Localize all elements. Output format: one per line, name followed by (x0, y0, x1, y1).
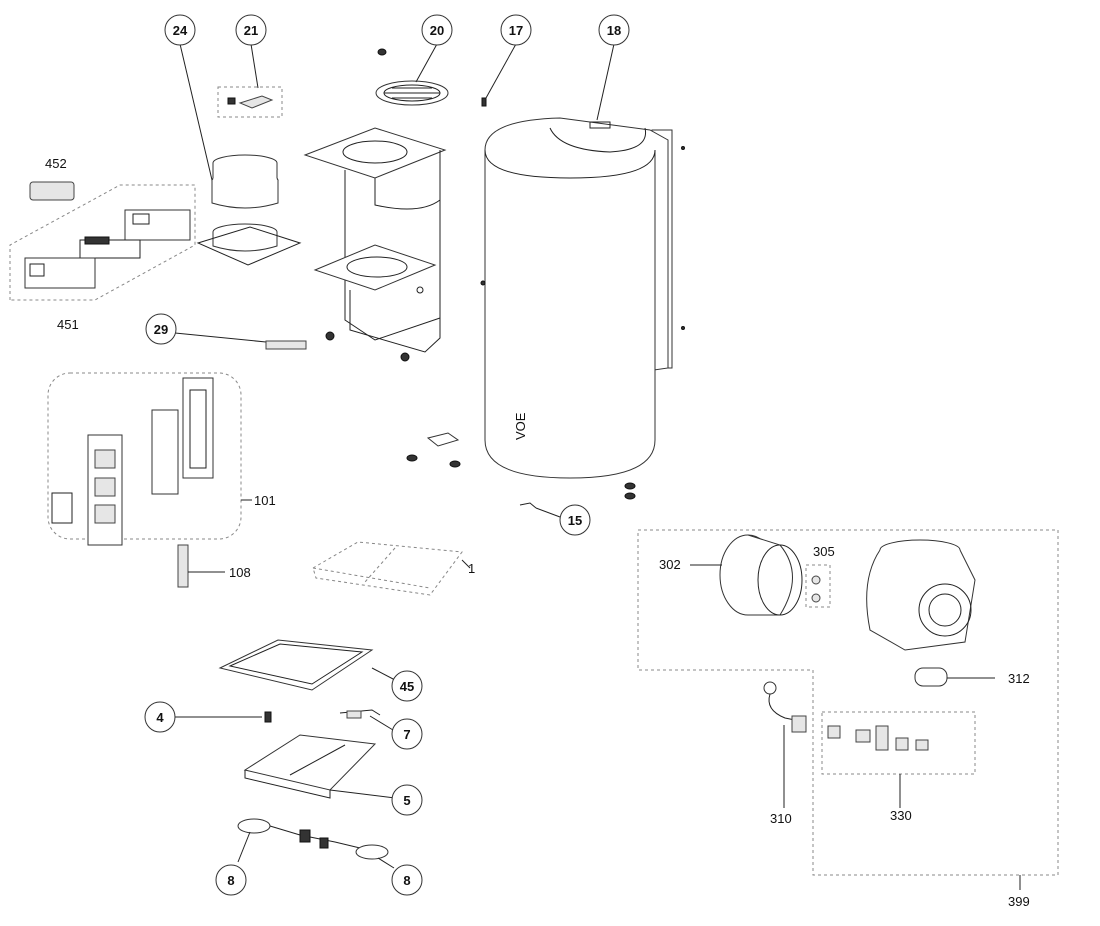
part-101-electronics-assembly (47, 372, 252, 546)
part-399-motor-kit (637, 529, 1059, 890)
callout-8-right-number: 8 (403, 873, 410, 888)
callout-8-right: 8 (391, 864, 423, 896)
part-451-452-control-assembly (9, 181, 196, 301)
callout-24: 24 (164, 14, 196, 46)
callout-17-number: 17 (509, 23, 523, 38)
callout-4-number: 4 (156, 710, 164, 725)
callout-15: 15 (559, 504, 591, 536)
part-18-chimney-cylinder: VOE (480, 117, 685, 479)
part-302-fan-wheel (690, 534, 803, 616)
label-452: 452 (45, 156, 67, 171)
part-330-connectors (821, 711, 976, 808)
part-312-capacitor (914, 667, 995, 687)
part-17-screw (481, 97, 487, 107)
part-motor-housing (866, 539, 976, 651)
part-108-connector (177, 544, 225, 588)
callout-8-left-number: 8 (227, 873, 234, 888)
callout-7: 7 (391, 718, 423, 750)
callout-45: 45 (391, 670, 423, 702)
callout-4: 4 (144, 701, 176, 733)
callout-17: 17 (500, 14, 532, 46)
callout-21-number: 21 (244, 23, 258, 38)
label-108: 108 (229, 565, 251, 580)
part-4-7-fasteners (175, 709, 394, 731)
label-101: 101 (254, 493, 276, 508)
callout-29: 29 (145, 313, 177, 345)
callout-15-number: 15 (568, 513, 582, 528)
label-302: 302 (659, 557, 681, 572)
callout-20-number: 20 (430, 23, 444, 38)
part-marking-text: VOE (513, 412, 528, 440)
part-45-glass-panel (218, 639, 396, 691)
callout-5: 5 (391, 784, 423, 816)
part-21-clip (217, 86, 283, 118)
label-451: 451 (57, 317, 79, 332)
callout-18: 18 (598, 14, 630, 46)
callout-5-number: 5 (403, 793, 410, 808)
part-8-lights (237, 818, 395, 869)
callout-7-number: 7 (403, 727, 410, 742)
label-399: 399 (1008, 894, 1030, 909)
callout-20: 20 (421, 14, 453, 46)
part-20-grille (375, 48, 449, 106)
label-330: 330 (890, 808, 912, 823)
callout-45-number: 45 (400, 679, 414, 694)
part-1-filter (312, 541, 471, 596)
part-motor-frame (303, 127, 447, 362)
callout-leaders (179, 43, 615, 181)
part-24-duct-adaptor (196, 154, 302, 266)
callout-21: 21 (235, 14, 267, 46)
part-29-pin (174, 332, 307, 350)
part-15-screw-and-bracket (406, 432, 636, 518)
callout-24-number: 24 (173, 23, 188, 38)
label-312: 312 (1008, 671, 1030, 686)
label-305: 305 (813, 544, 835, 559)
callout-8-left: 8 (215, 864, 247, 896)
part-5-tray (243, 734, 396, 799)
callout-29-number: 29 (154, 322, 168, 337)
label-1: 1 (468, 561, 475, 576)
label-310: 310 (770, 811, 792, 826)
part-305-screws (805, 564, 831, 608)
part-310-cable (763, 681, 807, 808)
callout-18-number: 18 (607, 23, 621, 38)
